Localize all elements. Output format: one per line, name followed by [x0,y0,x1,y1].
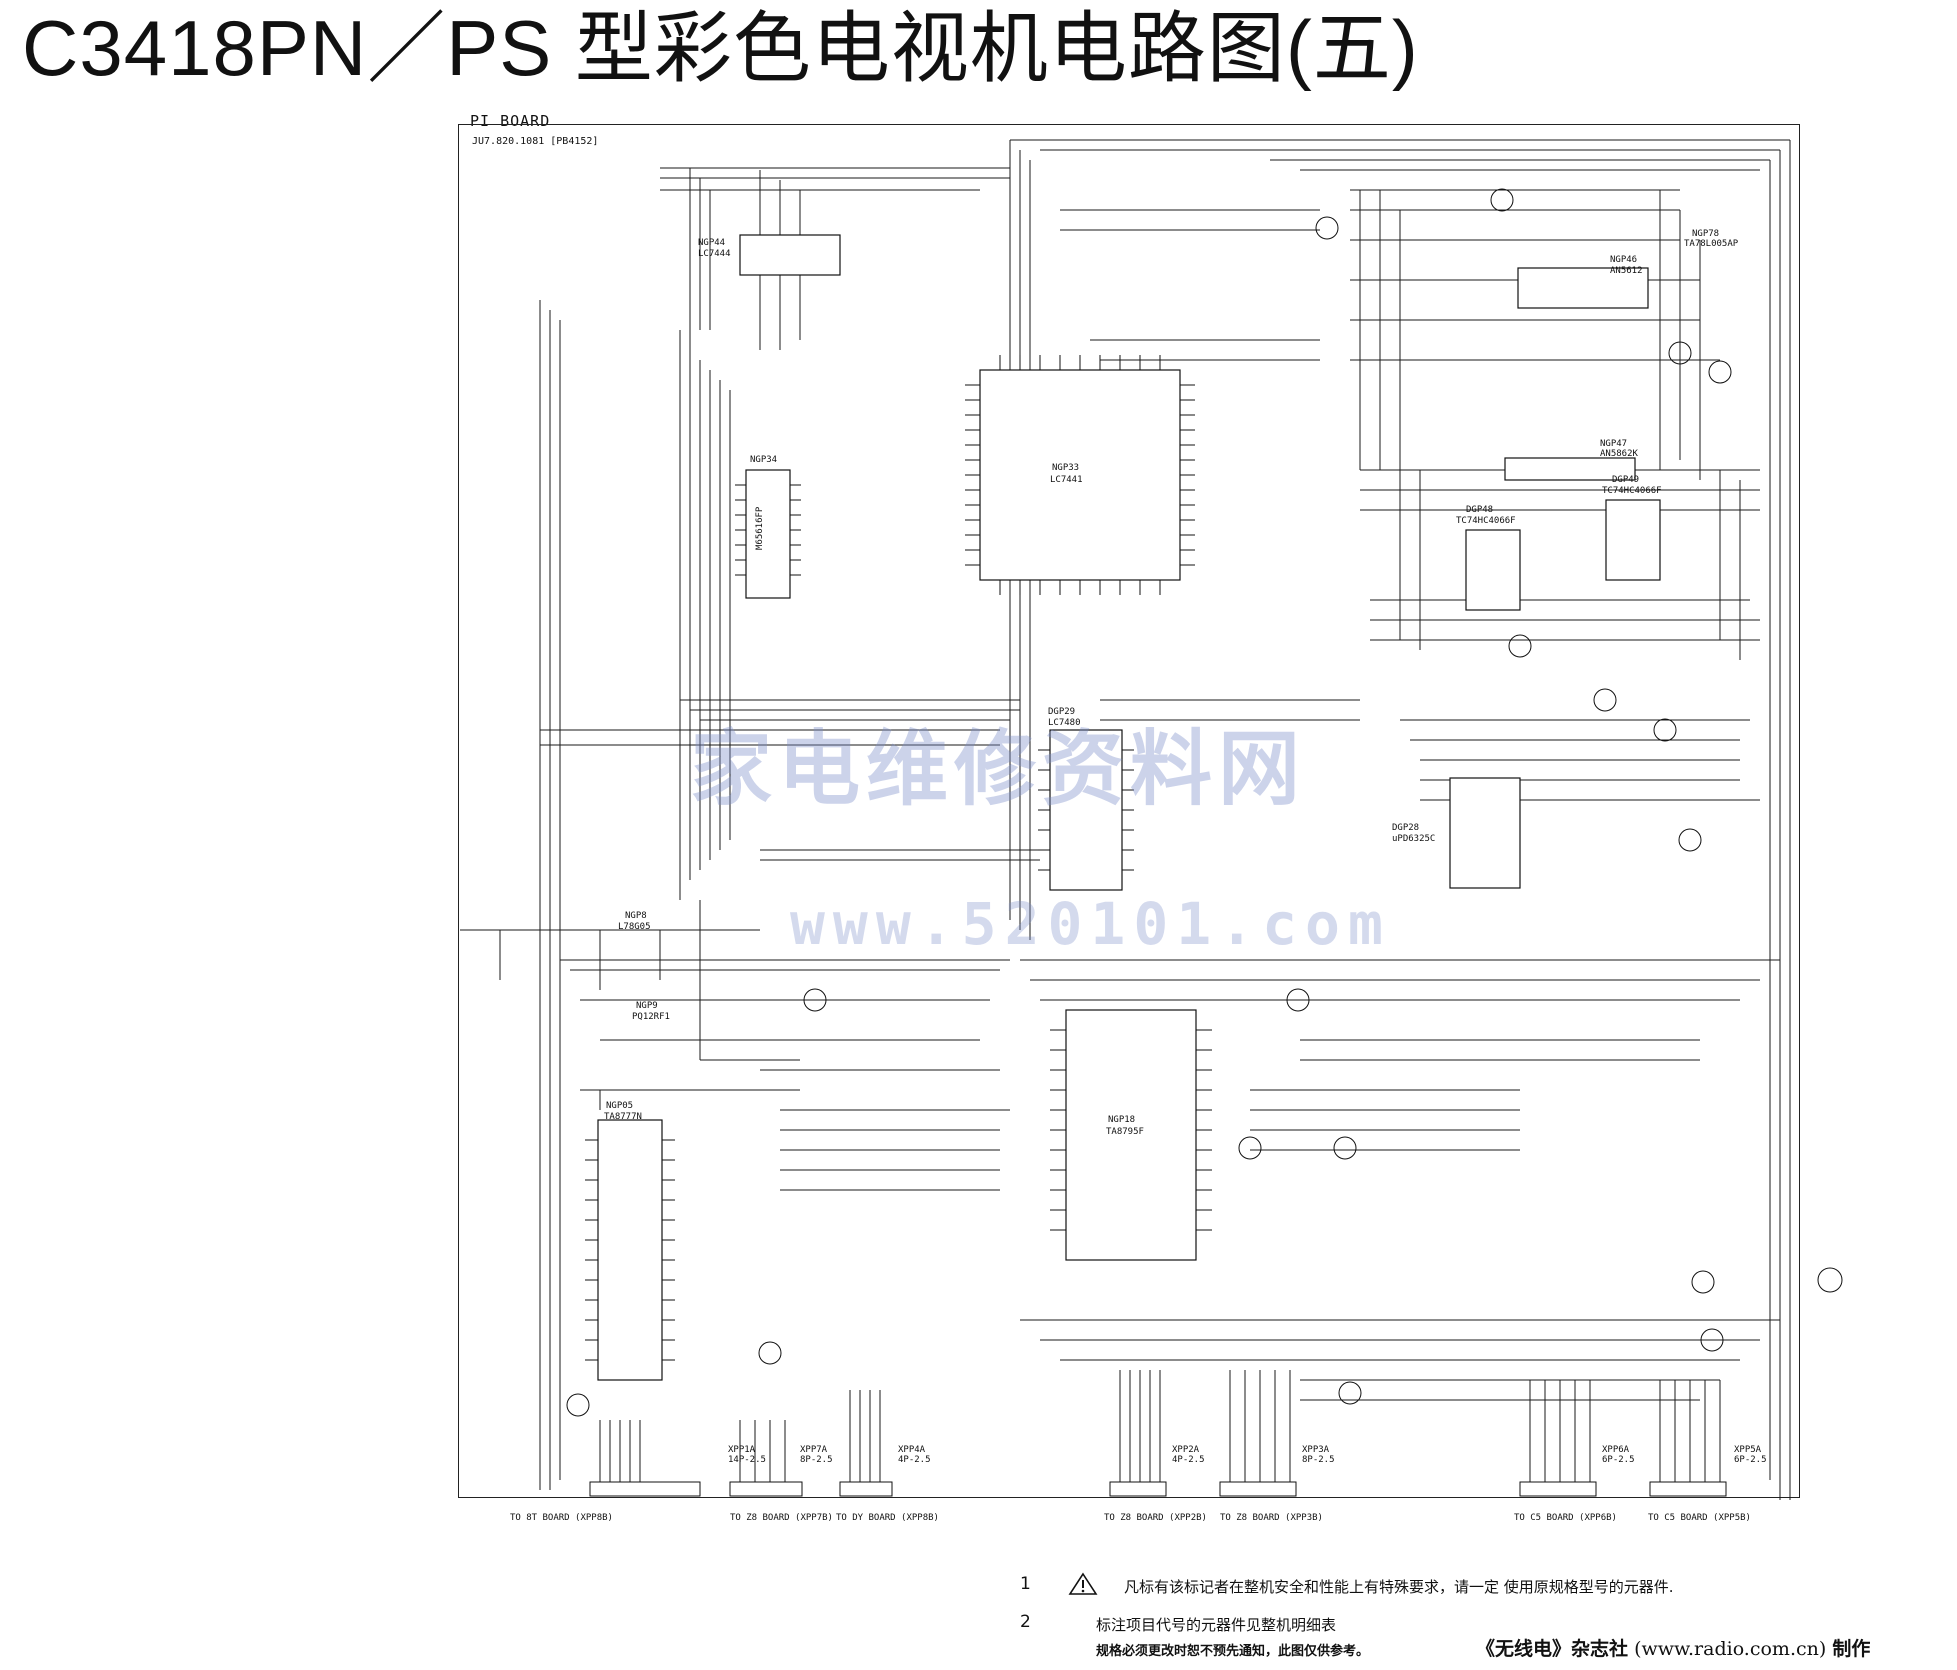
chip-name-ta8777n: TA8777N [604,1112,642,1122]
chip-ref-dgp48: DGP48 [1466,505,1493,515]
chip-ref-ngp44: NGP44 [698,238,725,248]
chip-an5862k [1504,457,1636,481]
chip-ref-dgp28: DGP28 [1392,823,1419,833]
warning-triangle-icon [1068,1572,1098,1595]
chip-name-lc7444: LC7444 [698,249,731,259]
chip-upd6325c [1449,777,1521,889]
note-1-number: 1 [1020,1574,1031,1594]
connector-ref-xpp7a: XPP7A [800,1445,828,1455]
chip-ref-ngp05: NGP05 [606,1101,633,1111]
chip-name-m65616fp: M65616FP [755,506,765,550]
connector-pins-xpp6a: 6P-2.5 [1602,1455,1635,1465]
connector-to-xpp1a: TO 8T BOARD (XPP8B) [510,1513,613,1523]
connector-to-xpp4a: TO DY BOARD (XPP8B) [836,1513,939,1523]
connector-ref-xpp6a: XPP6A [1602,1445,1630,1455]
connector-pins-xpp2a: 4P-2.5 [1172,1455,1205,1465]
connector-pins-xpp4a: 4P-2.5 [898,1455,931,1465]
chip-name-lc7441: LC7441 [1050,475,1083,485]
note-2-text: 标注项目代号的元器件见整机明细表 [1096,1616,1337,1634]
chip-ref-dgp49: DGP49 [1612,475,1639,485]
board-label: PI BOARD [470,112,551,130]
chip-name-tc74hc4066f-2: TC74HC4066F [1602,486,1662,496]
chip-lc7444 [739,234,841,276]
chip-lc7480 [1049,729,1123,891]
chip-ref-ngp47: NGP47 [1600,439,1627,449]
chip-ref-ngp78: NGP78 [1692,229,1719,239]
note-2-number: 2 [1020,1612,1031,1632]
connector-pins-xpp3a: 8P-2.5 [1302,1455,1335,1465]
chip-ref-ngp34: NGP34 [750,455,777,465]
watermark-url: www.520101.com [790,890,1391,958]
connector-ref-xpp5a: XPP5A [1734,1445,1762,1455]
connector-ref-xpp2a: XPP2A [1172,1445,1200,1455]
connector-ref-xpp4a: XPP4A [898,1445,926,1455]
publisher-name: 《无线电》杂志社 [1476,1638,1629,1660]
page-title: C3418PN／PS 型彩色电视机电路图(五) [22,4,1419,92]
chip-name-an5612: AN5612 [1610,266,1643,276]
connector-to-xpp2a: TO Z8 BOARD (XPP2B) [1104,1513,1207,1523]
chip-name-lc7480: LC7480 [1048,718,1081,728]
chip-name-ta8795f: TA8795F [1106,1127,1144,1137]
chip-name-pq12rf1: PQ12RF1 [632,1012,670,1022]
connector-to-xpp3a: TO Z8 BOARD (XPP3B) [1220,1513,1323,1523]
connector-pins-xpp7a: 8P-2.5 [800,1455,833,1465]
disclaimer-note: 规格必须更改时恕不预先通知，此图仅供参考。 [1096,1644,1370,1659]
chip-name-l78g05: L78G05 [618,922,651,932]
chip-name-upd6325c: uPD6325C [1392,834,1435,844]
chip-an5612 [1517,267,1649,309]
chip-name-tc74hc4066f-1: TC74HC4066F [1456,516,1516,526]
schematic-frame [458,124,1800,1498]
publisher-credit: 《无线电》杂志社 (www.radio.com.cn) 制作 [1476,1634,1870,1661]
chip-ref-ngp9: NGP9 [636,1001,658,1011]
connector-pins-xpp5a: 6P-2.5 [1734,1455,1767,1465]
chip-ref-ngp33: NGP33 [1052,463,1079,473]
chip-name-an5862k: AN5862K [1600,449,1639,459]
publisher-suffix: 制作 [1832,1638,1871,1660]
connector-to-xpp5a: TO C5 BOARD (XPP5B) [1648,1513,1751,1523]
connector-ref-xpp3a: XPP3A [1302,1445,1330,1455]
chip-packages [597,234,1661,1381]
chip-tc74hc4066f-1 [1465,529,1521,611]
connector-pins-xpp1a: 14P-2.5 [728,1455,766,1465]
connector-ref-xpp1a: XPP1A [728,1445,756,1455]
connector-to-xpp7a: TO Z8 BOARD (XPP7B) [730,1513,833,1523]
chip-ref-dgp29: DGP29 [1048,707,1075,717]
chip-ta8795f [1065,1009,1197,1261]
publisher-site: (www.radio.com.cn) [1634,1638,1827,1660]
connector-blocks [589,1481,1727,1497]
chip-ta8777n [597,1119,663,1381]
board-part-number: JU7.820.1081 [PB4152] [472,136,599,147]
chip-pins [585,355,1212,1361]
chip-tc74hc4066f-2 [1605,499,1661,581]
note-1-text: 凡标有该标记者在整机安全和性能上有特殊要求，请一定 使用原规格型号的元器件. [1124,1578,1674,1596]
chip-name-ta78l005ap: TA78L005AP [1684,239,1739,249]
transistors [566,188,1843,1417]
chip-m65616fp [745,469,791,599]
chip-ref-ngp46: NGP46 [1610,255,1637,265]
chip-ref-ngp18: NGP18 [1108,1115,1135,1125]
watermark-text: 家电维修资料网 [690,722,1307,817]
chip-ref-ngp8: NGP8 [625,911,647,921]
connector-to-xpp6a: TO C5 BOARD (XPP6B) [1514,1513,1617,1523]
